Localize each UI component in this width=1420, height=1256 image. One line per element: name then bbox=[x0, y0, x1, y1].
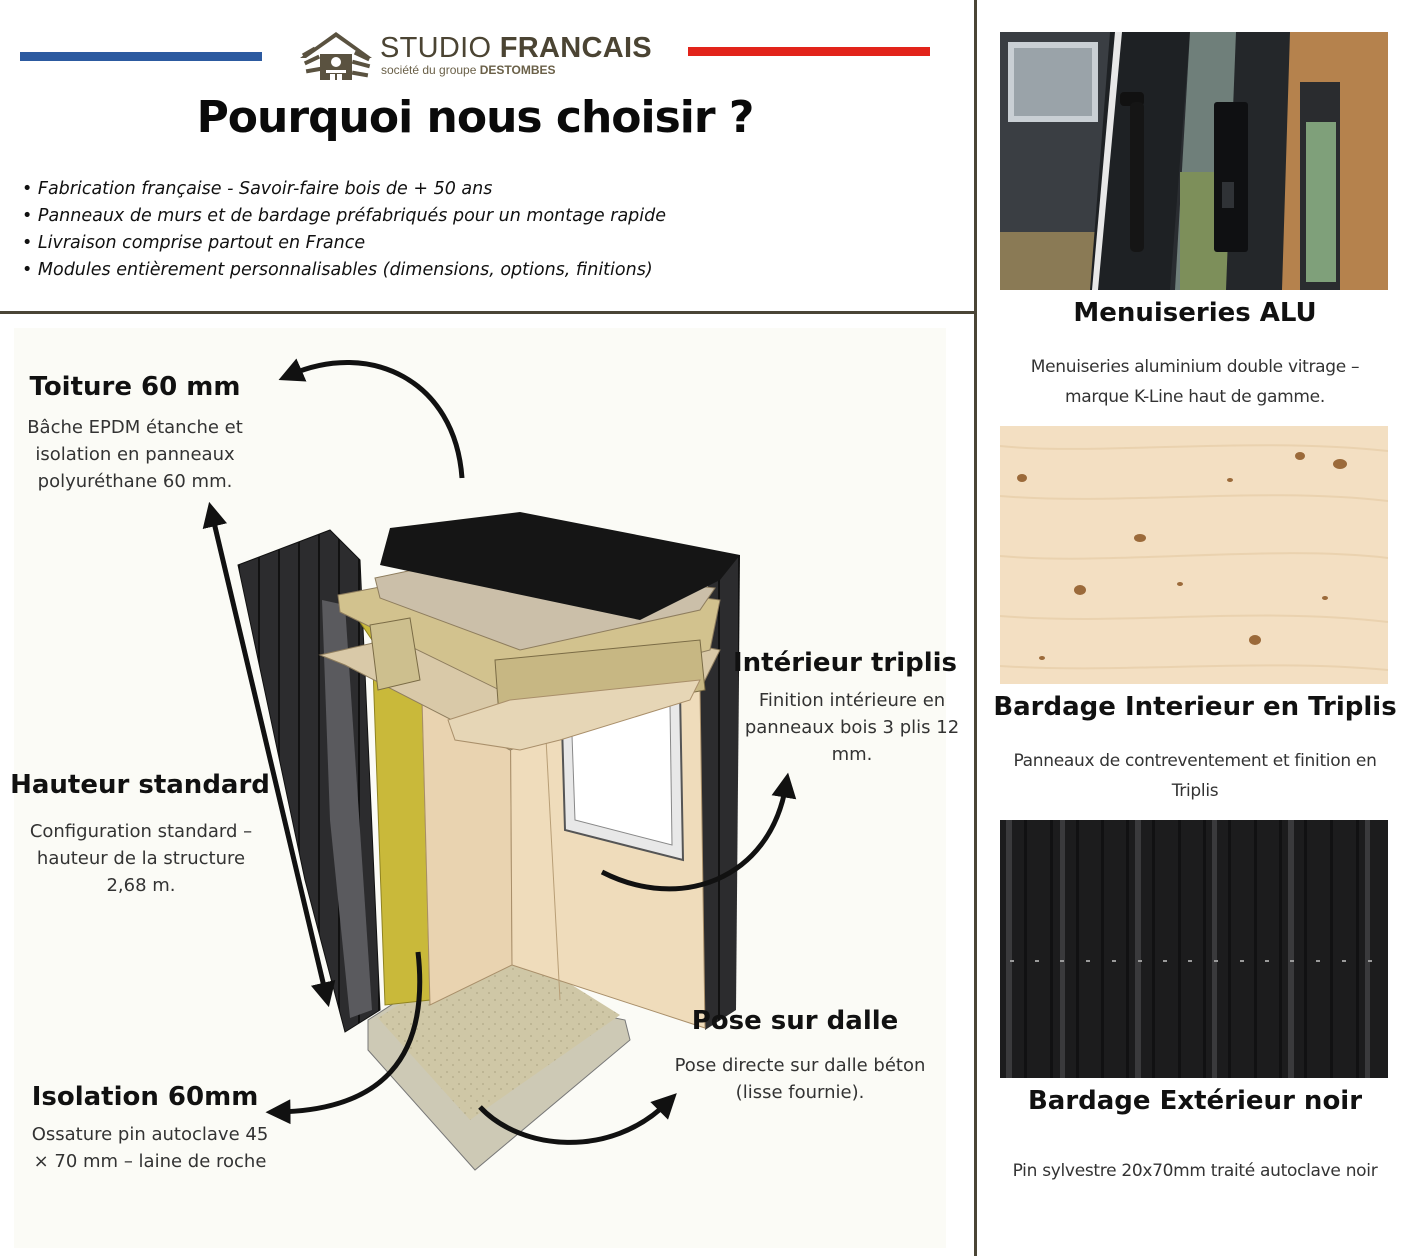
benefit-item: • Panneaux de murs et de bardage préfabr… bbox=[22, 206, 667, 226]
flag-stripe-blue bbox=[20, 52, 262, 61]
pose-text: Pose directe sur dalle béton (lisse four… bbox=[674, 1055, 926, 1103]
benefit-item: • Fabrication française - Savoir-faire b… bbox=[22, 179, 493, 199]
benefit-item: • Modules entièrement personnalisables (… bbox=[22, 260, 653, 280]
interieur-text: Finition intérieure en panneaux bois 3 p… bbox=[744, 690, 960, 765]
horizontal-divider bbox=[0, 311, 975, 314]
toiture-title: Toiture 60 mm bbox=[29, 372, 241, 402]
bardage-noir-photo bbox=[1000, 820, 1388, 1078]
pose-title: Pose sur dalle bbox=[691, 1006, 899, 1036]
benefit-item: • Livraison comprise partout en France bbox=[22, 233, 366, 253]
isolation-title: Isolation 60mm bbox=[31, 1082, 259, 1112]
toiture-text: Bâche EPDM étanche et isolation en panne… bbox=[27, 417, 243, 492]
logo-house-icon bbox=[300, 32, 372, 80]
triplis-photo bbox=[1000, 426, 1388, 684]
hauteur-title: Hauteur standard bbox=[10, 770, 270, 800]
page-title: Pourquoi nous choisir ? bbox=[196, 92, 755, 143]
menuiseries-photo bbox=[1000, 32, 1388, 290]
menuiseries-title: Menuiseries ALU bbox=[1073, 298, 1317, 328]
triplis-text: Panneaux de contreventement et finition … bbox=[1013, 751, 1377, 801]
menuiseries-text: Menuiseries aluminium double vitrage – m… bbox=[1030, 357, 1360, 407]
vertical-divider bbox=[974, 0, 977, 1256]
benefits-list: • Fabrication française - Savoir-faire b… bbox=[22, 176, 666, 284]
isolation-text: Ossature pin autoclave 45 × 70 mm – lain… bbox=[31, 1124, 269, 1172]
module-cutaway-diagram bbox=[202, 358, 797, 1171]
bardage-noir-title: Bardage Extérieur noir bbox=[1027, 1086, 1363, 1116]
hauteur-text: Configuration standard – hauteur de la s… bbox=[29, 821, 253, 896]
flag-stripe-red bbox=[688, 47, 930, 56]
bardage-noir-text: Pin sylvestre 20x70mm traité autoclave n… bbox=[1012, 1161, 1378, 1181]
brand-name: STUDIO FRANCAIS bbox=[380, 32, 652, 64]
interieur-title: Intérieur triplis bbox=[732, 648, 958, 678]
brand-tagline: société du groupe DESTOMBES bbox=[381, 63, 556, 77]
triplis-title: Bardage Interieur en Triplis bbox=[993, 692, 1397, 722]
